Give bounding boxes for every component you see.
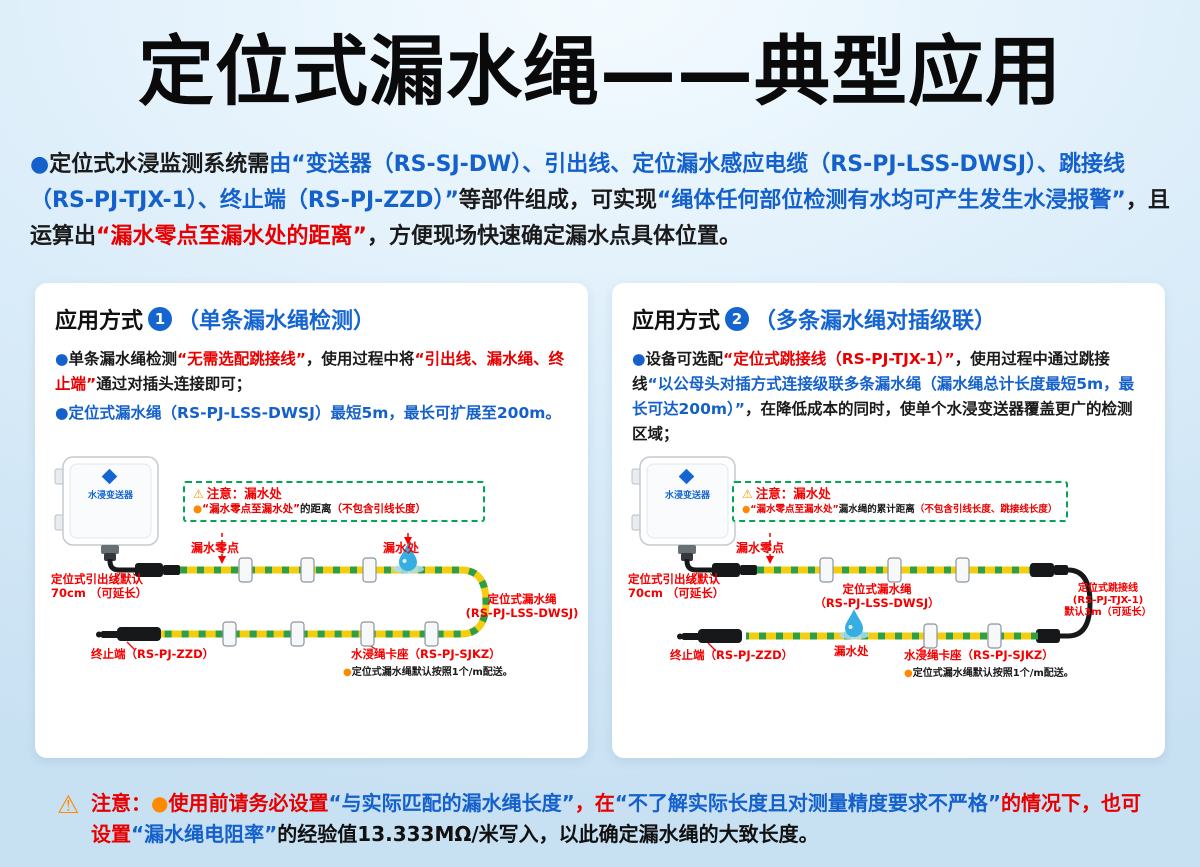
- rope-clips: [222, 557, 439, 647]
- lead-cable: [684, 559, 714, 573]
- label-leak-zero-point: 漏水零点: [736, 541, 785, 556]
- note-detail: ●“漏水零点至漏水处”漏水绳的累计距离（不包含引线长度、跳接线长度）: [742, 504, 1058, 516]
- application-card-2: 应用方式 2 （多条漏水绳对插级联） ●设备可选配“定位式跳接线（RS-PJ-T…: [612, 283, 1165, 759]
- label-lead-wire: 定位式引出线默认 70cm （可延长）: [628, 572, 725, 600]
- diagram2-canvas: [631, 456, 1093, 652]
- number-2-badge: 2: [725, 307, 750, 332]
- terminator-connector: [677, 629, 742, 644]
- warning-triangle-icon: ⚠: [742, 487, 753, 502]
- label-leak-spot: 漏水处: [383, 541, 420, 556]
- terminator-connector: [96, 627, 161, 642]
- label-leak-zero-point: 漏水零点: [191, 541, 240, 556]
- water-drop-icon: [839, 609, 869, 640]
- card1-title-prefix: 应用方式: [55, 309, 144, 335]
- note-title: ⚠注意：漏水处: [193, 486, 282, 502]
- label-jumper: 定位式跳接线 (RS-PJ-TJX-1) 默认3m（可延长）: [1064, 583, 1152, 619]
- card2-title-prefix: 应用方式: [632, 309, 721, 335]
- page-title: 定位式漏水绳——典型应用: [138, 27, 1062, 116]
- diagram-single-rope: 水浸变送器 ⚠注意：漏水处 ●“漏水零点至漏水处”的距离（不包含引线长度） 漏水…: [43, 455, 583, 705]
- note-box: ⚠注意：漏水处 ●“漏水零点至漏水处”的距离（不包含引线长度）: [183, 481, 485, 523]
- label-clip-holder: 水浸绳卡座（RS-PJ-SJKZ）: [351, 647, 501, 662]
- card1-paragraph-1: ●单条漏水绳检测“无需选配跳接线”，使用过程中将“引出线、漏水绳、终止端”通过对…: [55, 350, 565, 394]
- card2-paragraph-1: ●设备可选配“定位式跳接线（RS-PJ-TJX-1）”，使用过程中通过跳接线“以…: [632, 350, 1135, 444]
- cable-gland: [101, 545, 119, 555]
- leak-rope: [155, 566, 490, 638]
- transmitter-device: [631, 456, 736, 562]
- number-1-badge: 1: [148, 307, 173, 332]
- label-leak-spot: 漏水处: [834, 644, 869, 659]
- note-box: ⚠注意：漏水处 ●“漏水零点至漏水处”漏水绳的累计距离（不包含引线长度、跳接线长…: [732, 481, 1068, 523]
- footer-text: 注意：●使用前请务必设置“与实际匹配的漏水绳长度”，在“不了解实际长度且对测量精…: [91, 791, 1142, 846]
- label-rope: 定位式漏水绳 (RS-PJ-LSS-DWSJ): [465, 592, 579, 620]
- arrow-down-icons: [218, 537, 412, 565]
- plug-connector: [712, 563, 757, 578]
- jumper-connectors: [1030, 563, 1068, 644]
- diagram-cascaded-ropes: 水浸变送器 ⚠注意：漏水处 ●“漏水零点至漏水处”漏水绳的累计距离（不包含引线长…: [620, 455, 1160, 705]
- card1-paragraph-2: ●定位式漏水绳（RS-PJ-LSS-DWSJ）最短5m，最长可扩展至200m。: [55, 404, 561, 423]
- cable-gland: [678, 545, 696, 555]
- water-drop-icon: [392, 543, 424, 574]
- card1-title-suffix: （单条漏水绳检测）: [177, 309, 376, 335]
- footer-note: ⚠ 注意：●使用前请务必设置“与实际匹配的漏水绳长度”，在“不了解实际长度且对测…: [57, 788, 1149, 850]
- card1-title: 应用方式 1 （单条漏水绳检测）: [49, 303, 574, 335]
- label-lead-wire: 定位式引出线默认 70cm （可延长）: [51, 572, 148, 600]
- device-label: 水浸变送器: [664, 491, 710, 502]
- intro-paragraph: ●定位式水浸监测系统需由“变送器（RS-SJ-DW）、引出线、定位漏水感应电缆（…: [30, 152, 1170, 250]
- note-title: ⚠注意：漏水处: [742, 486, 831, 502]
- card2-title-suffix: （多条漏水绳对插级联）: [754, 309, 997, 335]
- diagram1-canvas: [54, 456, 490, 651]
- application-card-1: 应用方式 1 （单条漏水绳检测） ●单条漏水绳检测“无需选配跳接线”，使用过程中…: [35, 283, 588, 759]
- label-terminator: 终止端（RS-PJ-ZZD）: [91, 647, 215, 662]
- note-detail: ●“漏水零点至漏水处”的距离（不包含引线长度）: [193, 503, 426, 516]
- cards-row: 应用方式 1 （单条漏水绳检测） ●单条漏水绳检测“无需选配跳接线”，使用过程中…: [35, 283, 1165, 759]
- device-label: 水浸变送器: [87, 491, 133, 502]
- card2-title: 应用方式 2 （多条漏水绳对插级联）: [626, 303, 1151, 335]
- transmitter-device: [54, 456, 159, 562]
- clip-holder-note: ●定位式漏水绳默认按照1个/m配送。: [904, 668, 1074, 680]
- warning-triangle-icon: ⚠: [57, 790, 80, 819]
- clip-holder-note: ●定位式漏水绳默认按照1个/m配送。: [343, 667, 513, 679]
- rope-clips: [819, 557, 1002, 649]
- arrow-down-icons: [766, 556, 774, 565]
- jumper-cable: [1060, 567, 1093, 639]
- warning-triangle-icon: ⚠: [193, 487, 204, 502]
- marker-dash-lines: [221, 533, 409, 557]
- label-terminator: 终止端（RS-PJ-ZZD）: [670, 648, 794, 663]
- lead-cable: [107, 559, 137, 573]
- label-clip-holder: 水浸绳卡座（RS-PJ-SJKZ）: [904, 648, 1054, 663]
- plug-connector: [135, 563, 180, 578]
- label-rope: 定位式漏水绳 （RS-PJ-LSS-DWSJ）: [814, 582, 940, 610]
